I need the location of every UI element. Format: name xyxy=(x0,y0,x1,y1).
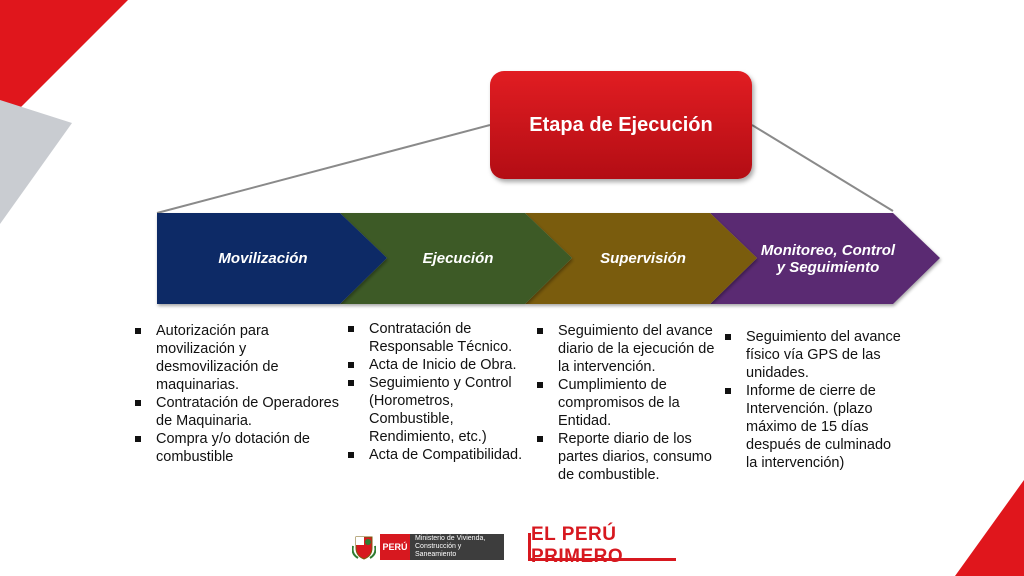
connector-right-line xyxy=(751,124,894,212)
stage-title-box: Etapa de Ejecución xyxy=(490,71,752,179)
stage-label-ejecucion: Ejecución xyxy=(422,250,494,267)
coat-of-arms-icon xyxy=(352,536,376,560)
stage-label-movilizacion: Movilización xyxy=(218,250,308,267)
bullets-supervision: Seguimiento del avance diario de la ejec… xyxy=(534,322,720,484)
stage-title: Etapa de Ejecución xyxy=(529,113,713,136)
peru-logo-text: PERÚ xyxy=(382,542,408,552)
list-item: Autorización para movilización y desmovi… xyxy=(132,322,347,394)
chevron-movilizacion xyxy=(157,213,387,304)
chevron-ejecucion xyxy=(340,213,572,304)
slogan-logo: EL PERÚ PRIMERO xyxy=(528,524,676,567)
ministry-logo: Ministerio de Vivienda, Construcción y S… xyxy=(410,534,504,560)
peru-logo: PERÚ xyxy=(380,534,410,560)
stage-label-monitoreo: Monitoreo, Control y Seguimiento xyxy=(760,241,896,276)
connector-left-line xyxy=(156,124,491,214)
chevron-supervision xyxy=(525,213,757,304)
list-item: Seguimiento del avance físico vía GPS de… xyxy=(722,328,902,382)
list-item: Contratación de Operadores de Maquinaria… xyxy=(132,394,347,430)
chevron-monitoreo xyxy=(710,213,940,304)
bullets-movilizacion: Autorización para movilización y desmovi… xyxy=(132,322,347,466)
list-item: Seguimiento del avance diario de la ejec… xyxy=(534,322,720,376)
list-item: Acta de Inicio de Obra. xyxy=(345,356,537,374)
list-item: Compra y/o dotación de combustible xyxy=(132,430,347,466)
list-item: Informe de cierre de Intervención. (plaz… xyxy=(722,382,902,472)
ministry-logo-text: Ministerio de Vivienda, Construcción y S… xyxy=(415,535,486,558)
bullets-monitoreo: Seguimiento del avance físico vía GPS de… xyxy=(722,328,902,472)
list-item: Acta de Compatibilidad. xyxy=(345,446,537,464)
list-item: Seguimiento y Control (Horometros, Combu… xyxy=(345,374,537,446)
list-item: Reporte diario de los partes diarios, co… xyxy=(534,430,720,484)
list-item: Cumplimiento de compromisos de la Entida… xyxy=(534,376,720,430)
slogan-text: EL PERÚ PRIMERO xyxy=(531,523,624,567)
left-gray-shape xyxy=(0,100,72,224)
top-left-red-triangle xyxy=(0,0,128,128)
bottom-right-red-triangle xyxy=(955,480,1024,576)
stage-label-supervision: Supervisión xyxy=(600,250,686,267)
bullets-ejecucion: Contratación de Responsable Técnico. Act… xyxy=(345,320,537,464)
list-item: Contratación de Responsable Técnico. xyxy=(345,320,537,356)
